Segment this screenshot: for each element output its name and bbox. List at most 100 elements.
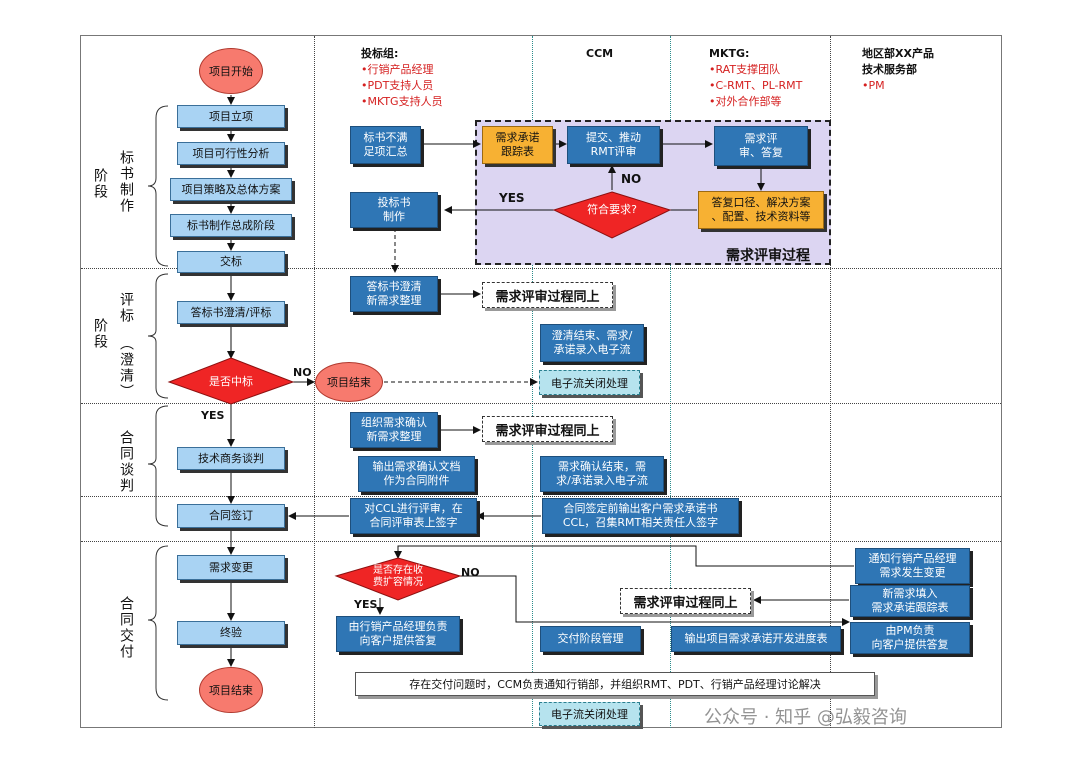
- win-decision: 是否中标: [209, 375, 253, 389]
- no-label: NO: [461, 566, 480, 579]
- bid-group-item: •PDT支持人员: [361, 78, 434, 92]
- text-line: 制作: [383, 210, 405, 223]
- ccm-header: CCM: [586, 46, 613, 62]
- phase-label: 合同交付: [118, 596, 134, 660]
- yes-label: YES: [354, 598, 378, 611]
- region-title: 地区部XX产品: [862, 47, 934, 60]
- pm-reply-box: 由PM负责向客户提供答复: [850, 622, 970, 654]
- text-line: 足项汇总: [363, 145, 408, 158]
- text-line: 组织需求确认: [361, 416, 427, 430]
- answer-clarify-box: 答标书澄清新需求整理: [350, 276, 438, 312]
- project-approve-step: 项目立项: [177, 105, 285, 128]
- mktg-item: •RAT支撑团队: [709, 62, 781, 76]
- mktg-item: •对外合作部等: [709, 94, 782, 108]
- start-node: 项目开始: [199, 48, 263, 94]
- row-divider: [81, 541, 1001, 542]
- mktg-title: MKTG:: [709, 47, 750, 60]
- text-line: 提交、推动: [586, 131, 641, 145]
- text-line: 答标书澄清: [366, 280, 422, 294]
- ccm-title: CCM: [586, 47, 614, 60]
- text-line: 通知行销产品经理: [868, 552, 957, 566]
- phase-label: 评标: [118, 292, 134, 324]
- text-line: 需求评: [744, 132, 778, 146]
- notify-change-box: 通知行销产品经理需求发生变更: [855, 548, 970, 584]
- text-line: 需求确认结束，需: [558, 460, 646, 474]
- yes-label: YES: [499, 191, 525, 205]
- bid-group-item: •行销产品经理: [361, 62, 434, 76]
- new-requirement-box: 新需求填入需求承诺跟踪表: [850, 585, 970, 617]
- text-line: 新需求填入: [882, 587, 938, 601]
- org-confirm-box: 组织需求确认新需求整理: [350, 412, 438, 448]
- diagram-frame: [80, 35, 1002, 728]
- column-divider: [830, 36, 831, 728]
- ccl-review-box: 对CCL进行评审，在合同评审表上签字: [350, 498, 477, 534]
- manager-reply-box: 由行销产品经理负责向客户提供答复: [336, 616, 460, 652]
- eflow-close-box: 电子流关闭处理: [539, 702, 640, 726]
- text-line: 由PM负责: [885, 624, 935, 638]
- strategy-step: 项目策略及总体方案: [170, 178, 292, 201]
- row-divider: [81, 268, 1001, 269]
- req-change-step: 需求变更: [177, 555, 285, 580]
- bid-summary-step: 标书制作总成阶段: [170, 214, 292, 237]
- same-review-box: 需求评审过程同上: [482, 282, 613, 308]
- bid-group-item: •MKTG支持人员: [361, 94, 443, 108]
- text-line: 求/承诺录入电子流: [556, 474, 648, 487]
- text-line: 、配置、技术资料等: [711, 210, 811, 223]
- meets-requirement-decision: 符合要求?: [587, 203, 637, 217]
- clarify-done-box: 澄清结束、需求/承诺录入电子流: [540, 324, 644, 362]
- unmet-summary-box: 标书不满足项汇总: [350, 126, 421, 164]
- text-line: 跟踪表: [501, 145, 534, 158]
- bid-group-header: 投标组: •行销产品经理 •PDT支持人员 •MKTG支持人员: [361, 46, 443, 110]
- text-line: 新需求整理: [366, 294, 422, 307]
- region-title: 技术服务部: [862, 62, 917, 76]
- text-line: 是否存在收: [373, 565, 423, 576]
- phase-label: （澄清）: [118, 336, 134, 400]
- column-divider: [670, 36, 671, 728]
- mktg-item: •C-RMT、PL-RMT: [709, 78, 803, 92]
- tracking-table-box: 需求承诺跟踪表: [482, 126, 553, 164]
- text-line: 新需求整理: [366, 430, 422, 443]
- end-node: 项目结束: [199, 667, 263, 713]
- delivery-management-box: 交付阶段管理: [540, 626, 641, 652]
- delivery-issue-note: 存在交付问题时，CCM负责通知行销部，并组织RMT、PDT、行销产品经理讨论解决: [355, 672, 875, 696]
- expansion-decision: 是否存在收费扩容情况: [350, 563, 446, 591]
- text-line: 投标书: [377, 196, 411, 210]
- review-reply-box: 需求评审、答复: [714, 126, 808, 166]
- yes-label: YES: [201, 409, 225, 422]
- phase-label: 合同谈判: [118, 430, 134, 494]
- project-end-node: 项目结束: [315, 362, 383, 402]
- text-line: 答复口径、解决方案: [711, 196, 811, 210]
- text-line: 需求承诺: [495, 131, 540, 145]
- text-line: 向客户提供答复: [871, 638, 949, 651]
- final-accept-step: 终验: [177, 621, 285, 645]
- text-line: 承诺录入电子流: [553, 343, 631, 356]
- same-review-box: 需求评审过程同上: [482, 416, 613, 442]
- phase-label: 阶段: [92, 318, 108, 350]
- text-line: 需求承诺跟踪表: [871, 601, 949, 614]
- no-label: NO: [293, 366, 312, 379]
- negotiate-step: 技术商务谈判: [177, 447, 285, 470]
- text-line: 标书不满: [363, 131, 408, 145]
- text-line: 需求发生变更: [879, 566, 946, 579]
- text-line: 由行销产品经理负责: [348, 620, 448, 634]
- text-line: 澄清结束、需求/: [551, 329, 633, 343]
- confirm-done-box: 需求确认结束，需求/承诺录入电子流: [540, 456, 664, 492]
- output-doc-box: 输出需求确认文档作为合同附件: [358, 456, 475, 492]
- region-item: •PM: [862, 78, 885, 92]
- text-line: 作为合同附件: [383, 474, 450, 487]
- watermark: 公众号 · 知乎 @弘毅咨询: [704, 707, 907, 728]
- text-line: 向客户提供答复: [359, 634, 437, 647]
- text-line: 输出需求确认文档: [372, 460, 461, 474]
- mktg-header: MKTG: •RAT支撑团队 •C-RMT、PL-RMT •对外合作部等: [709, 46, 802, 110]
- phase-label: 阶段: [92, 168, 108, 200]
- text-line: 对CCL进行评审，在: [364, 502, 463, 516]
- phase-label: 标书制作: [118, 150, 134, 214]
- text-line: 费扩容情况: [373, 577, 423, 588]
- eflow-close-box: 电子流关闭处理: [539, 370, 640, 395]
- no-label: NO: [621, 172, 642, 186]
- text-line: 合同评审表上签字: [369, 516, 458, 529]
- row-divider: [81, 403, 1001, 404]
